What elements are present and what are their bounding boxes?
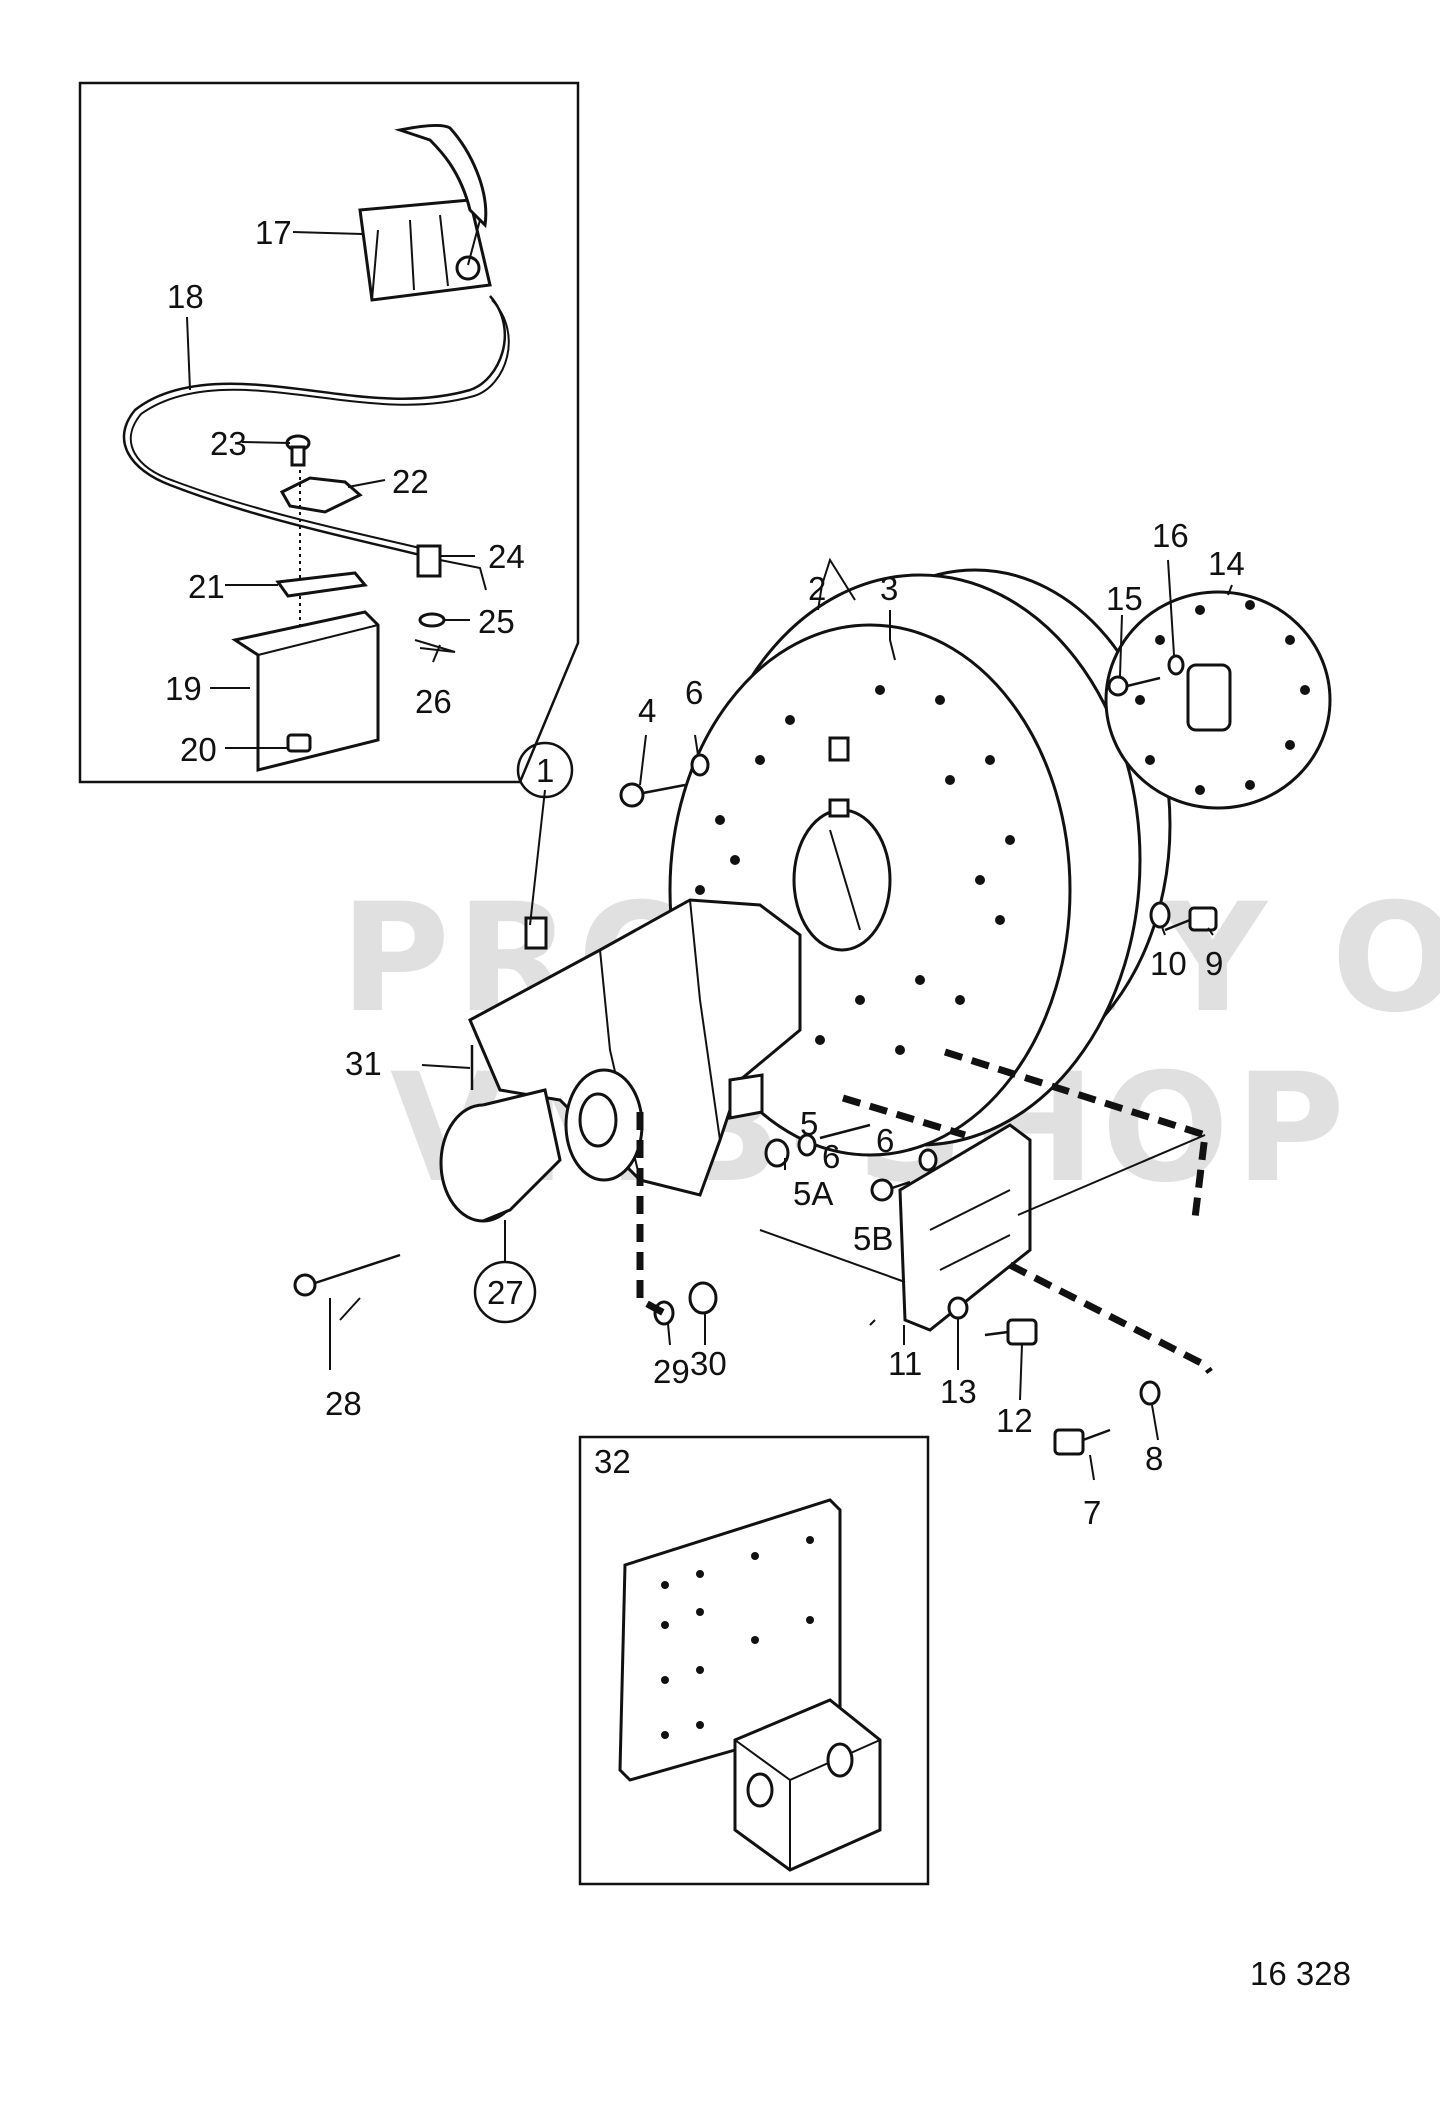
bolt-28-part xyxy=(293,1253,401,1297)
callout-14: 14 xyxy=(1208,545,1245,582)
washer-10-part xyxy=(1149,901,1171,929)
inset-32: 32 xyxy=(578,1435,930,1886)
callout-19: 19 xyxy=(165,670,202,707)
plate-21-part xyxy=(275,571,368,598)
callout-6c: 6 xyxy=(876,1122,894,1159)
callout-21: 21 xyxy=(188,568,225,605)
callouts: 17 18 23 22 24 21 25 26 19 20 15 16 14 2… xyxy=(165,214,1245,1531)
pump-27-part xyxy=(439,1088,562,1223)
flywheel-housing-part xyxy=(668,568,1172,1157)
callout-24: 24 xyxy=(488,538,525,575)
screw-23-part xyxy=(285,434,311,467)
nut-30-part xyxy=(688,1281,718,1315)
inset-32-frame xyxy=(578,1435,930,1886)
nut-20-part xyxy=(286,733,312,753)
callout-5: 5 xyxy=(800,1105,818,1142)
callout-30: 30 xyxy=(690,1345,727,1382)
washer-16-part xyxy=(1167,654,1185,676)
svg-text:1: 1 xyxy=(536,752,554,789)
assembly-dashes xyxy=(636,1048,1213,1375)
callout-26: 26 xyxy=(415,683,452,720)
clip-26-part xyxy=(414,639,456,653)
callout-5b: 5B xyxy=(853,1220,893,1257)
mounting-plate-32-part xyxy=(618,1498,882,1872)
washer-5a-part xyxy=(764,1138,790,1168)
cable-end-24-part xyxy=(416,544,487,591)
callout-5a: 5A xyxy=(793,1175,833,1212)
callout-3: 3 xyxy=(880,570,898,607)
drawing-number: 16 328 xyxy=(1250,1955,1351,1992)
bolt-4-part xyxy=(619,782,686,808)
washer-6-part xyxy=(690,753,710,777)
control-lever-part xyxy=(358,123,492,302)
flex-plate-14-part xyxy=(1104,590,1332,810)
callout-22: 22 xyxy=(392,463,429,500)
bolt-9-part xyxy=(1164,906,1218,932)
bolt-7-part xyxy=(1053,1428,1111,1456)
callout-20: 20 xyxy=(180,731,217,768)
callout-13: 13 xyxy=(940,1373,977,1410)
control-cable-part xyxy=(122,295,507,557)
callout-29: 29 xyxy=(653,1353,690,1390)
remote-control-inset xyxy=(78,81,580,784)
callout-11: 11 xyxy=(888,1345,922,1382)
callout-10: 10 xyxy=(1150,945,1187,982)
washer-8-part xyxy=(1139,1380,1161,1406)
callout-16: 16 xyxy=(1152,517,1189,554)
callout-31: 31 xyxy=(345,1045,382,1082)
callout-23: 23 xyxy=(210,425,247,462)
leader-lines xyxy=(186,231,1233,1481)
callout-6b: 6 xyxy=(822,1138,840,1175)
bolt-5b-part xyxy=(870,1178,911,1202)
callout-8: 8 xyxy=(1145,1440,1163,1477)
svg-text:27: 27 xyxy=(487,1274,524,1311)
callout-1-circle: 1 xyxy=(516,741,574,799)
gearbox-part xyxy=(468,898,802,1197)
clamp-22-part xyxy=(279,476,363,514)
washer-6c-part xyxy=(918,1148,938,1172)
callout-9: 9 xyxy=(1205,945,1223,982)
callout-17: 17 xyxy=(255,214,292,251)
washer-25-part xyxy=(418,612,446,628)
mount-bracket-11-part xyxy=(898,1123,1032,1332)
washer-6b-part xyxy=(797,1133,817,1157)
callout-4: 4 xyxy=(638,692,656,729)
bolt-15-part xyxy=(1107,675,1161,697)
stud-5-part xyxy=(819,1123,871,1140)
callout-27-circle: 27 xyxy=(473,1260,537,1324)
callout-7: 7 xyxy=(1083,1494,1101,1531)
callout-18: 18 xyxy=(167,278,204,315)
bolt-12-part xyxy=(984,1318,1038,1346)
callout-28: 28 xyxy=(325,1385,362,1422)
callout-25: 25 xyxy=(478,603,515,640)
washer-13-part xyxy=(947,1296,969,1320)
inset-32-label: 32 xyxy=(594,1443,631,1480)
callout-2: 2 xyxy=(808,570,826,607)
callout-6a: 6 xyxy=(685,674,703,711)
callout-12: 12 xyxy=(996,1402,1033,1439)
inset-frame xyxy=(78,81,580,784)
callout-15: 15 xyxy=(1106,580,1143,617)
